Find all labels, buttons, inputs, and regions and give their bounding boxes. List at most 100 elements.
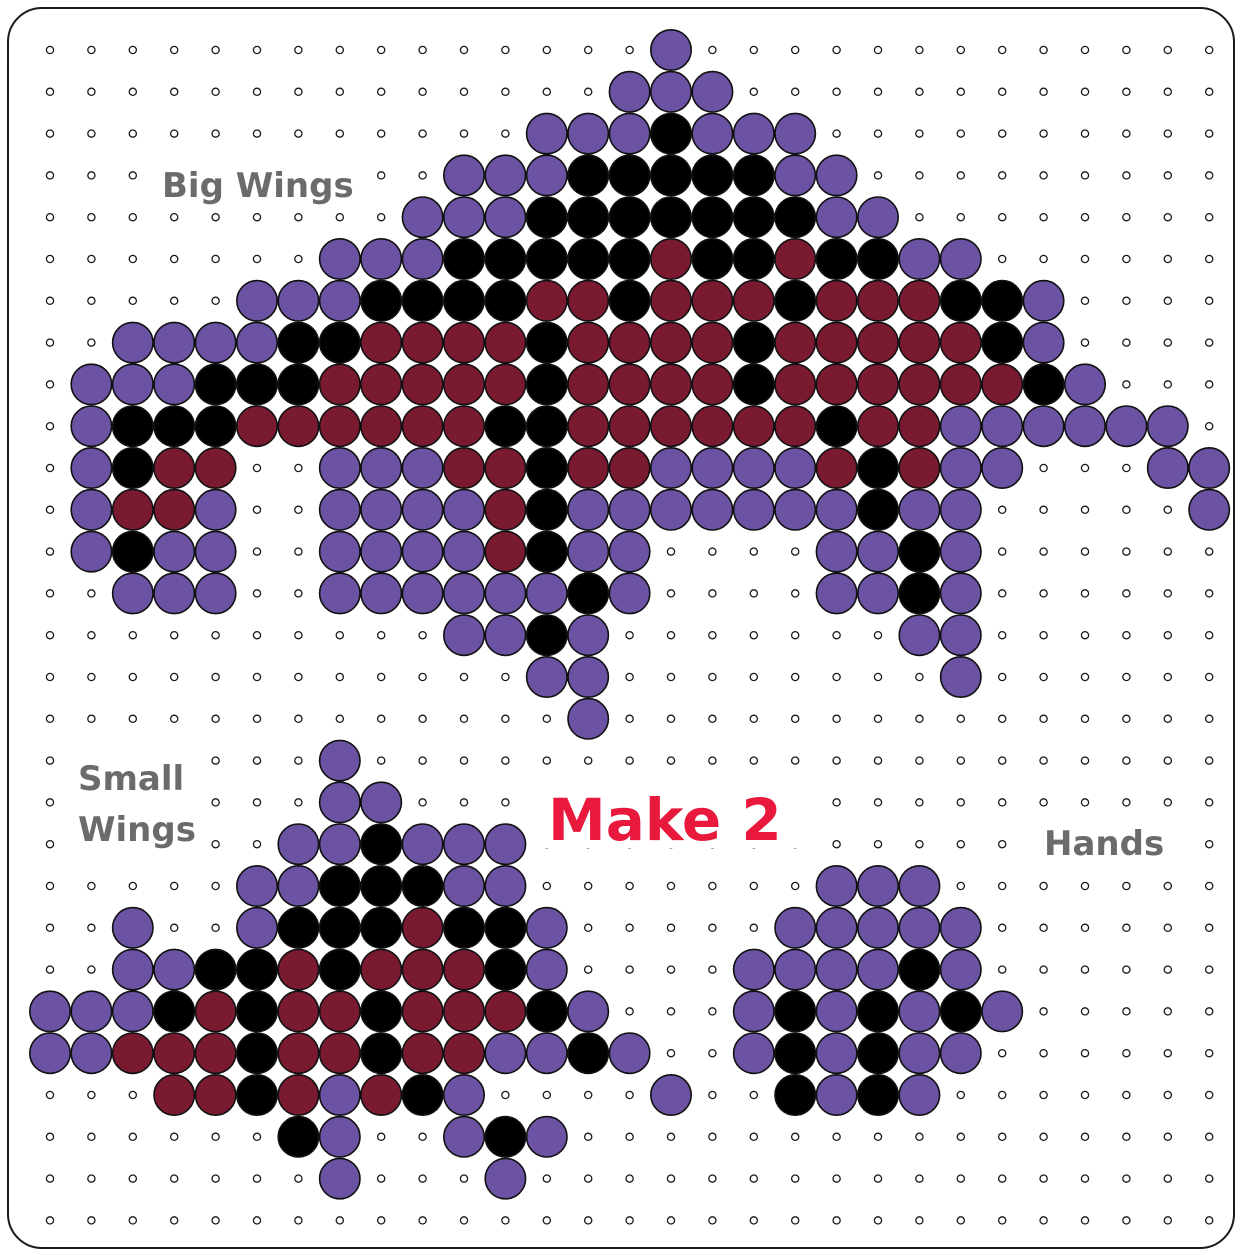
peg [295,130,302,137]
purple-bead [402,448,442,488]
maroon-bead [775,239,815,279]
peg [378,130,385,137]
peg [1123,506,1130,513]
peg [833,1217,840,1224]
black-bead [775,281,815,321]
peg [1206,88,1213,95]
peg [833,799,840,806]
peg [336,88,343,95]
maroon-bead [485,322,525,362]
peg [502,799,509,806]
purple-bead [444,531,484,571]
purple-bead [651,490,691,530]
peg [1206,590,1213,597]
maroon-bead [361,322,401,362]
purple-bead [982,406,1022,446]
peg [1206,966,1213,973]
peg [212,297,219,304]
maroon-bead [568,281,608,321]
peg [667,1050,674,1057]
purple-bead [651,30,691,70]
peg [999,172,1006,179]
peg [171,1175,178,1182]
black-bead [278,1117,318,1157]
peg [1164,715,1171,722]
purple-bead [361,531,401,571]
maroon-bead [899,448,939,488]
peg [1164,506,1171,513]
maroon-bead [154,448,194,488]
maroon-bead [941,364,981,404]
peg [1164,548,1171,555]
peg [46,464,53,471]
peg [999,130,1006,137]
hands-label: Hands [1044,824,1164,864]
peg [419,673,426,680]
purple-bead [899,1075,939,1115]
peg [750,882,757,889]
peg [419,46,426,53]
peg [378,46,385,53]
peg [1206,1217,1213,1224]
black-bead [568,197,608,237]
peg [1123,1217,1130,1224]
purple-bead [816,531,856,571]
peg [667,548,674,555]
maroon-bead [899,406,939,446]
peg [419,130,426,137]
black-bead [527,490,567,530]
purple-bead [816,949,856,989]
peg [1206,1091,1213,1098]
black-bead [899,949,939,989]
peg [212,1133,219,1140]
peg [295,88,302,95]
peg [709,757,716,764]
peg [957,1133,964,1140]
black-bead [816,239,856,279]
peg [1081,1133,1088,1140]
peg [1081,130,1088,137]
purple-bead [113,949,153,989]
peg [46,214,53,221]
maroon-bead [485,531,525,571]
peg [1206,130,1213,137]
peg [957,214,964,221]
black-bead [692,155,732,195]
peg [1123,757,1130,764]
peg [585,1091,592,1098]
maroon-bead [858,406,898,446]
peg [709,1133,716,1140]
purple-bead [30,1033,70,1073]
maroon-bead [899,322,939,362]
peg [253,214,260,221]
purple-bead [71,490,111,530]
maroon-bead [692,281,732,321]
black-bead [195,364,235,404]
peg [1123,1175,1130,1182]
maroon-bead [899,364,939,404]
black-bead [485,281,525,321]
peg [999,255,1006,262]
maroon-bead [444,364,484,404]
peg [874,632,881,639]
purple-bead [1023,281,1063,321]
purple-bead [527,1117,567,1157]
purple-bead [982,991,1022,1031]
purple-bead [154,364,194,404]
peg [460,46,467,53]
peg [88,673,95,680]
peg [378,1175,385,1182]
peg [295,673,302,680]
peg [295,799,302,806]
black-bead [734,239,774,279]
purple-bead [195,531,235,571]
black-bead [899,573,939,613]
purple-bead [1023,406,1063,446]
peg [1164,88,1171,95]
peg [585,88,592,95]
peg [1040,757,1047,764]
peg [1081,464,1088,471]
peg [295,715,302,722]
purple-bead [941,448,981,488]
peg [543,1091,550,1098]
